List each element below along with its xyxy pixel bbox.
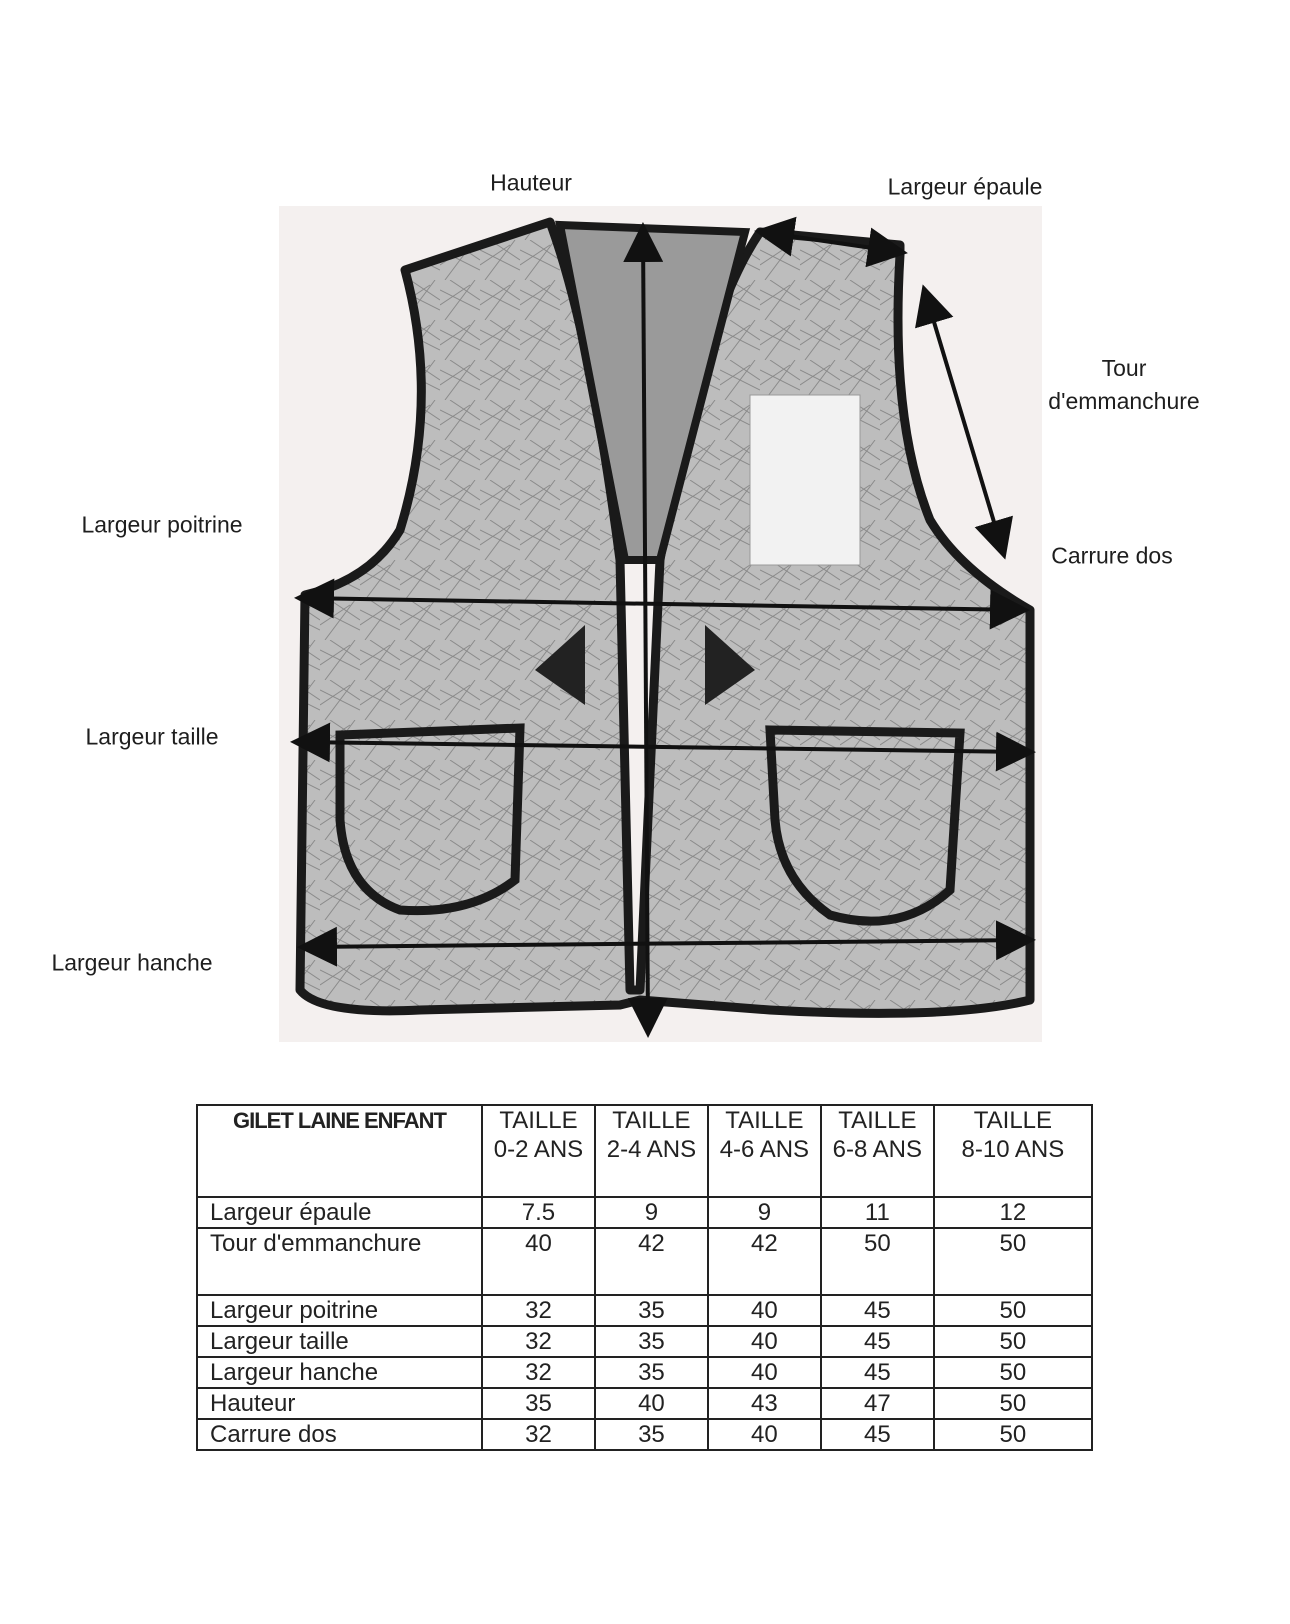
size-value: 45: [819, 1294, 935, 1327]
size-value: 12: [932, 1196, 1094, 1229]
size-value: 40: [481, 1227, 596, 1296]
size-value: 9: [593, 1196, 709, 1229]
size-value: 50: [932, 1294, 1094, 1327]
size-value: 40: [706, 1418, 822, 1451]
size-value: 9: [706, 1196, 822, 1229]
size-value: 35: [481, 1387, 596, 1420]
size-value: 35: [593, 1356, 709, 1389]
center-arrows: [535, 625, 755, 705]
size-value: 50: [932, 1325, 1094, 1358]
size-value: 45: [819, 1325, 935, 1358]
size-value: 40: [706, 1325, 822, 1358]
row-label: Largeur taille: [196, 1325, 483, 1358]
size-value: 50: [932, 1387, 1094, 1420]
label-tour-emmanchure: Tour d'emmanchure: [1048, 352, 1199, 418]
size-value: 32: [481, 1418, 596, 1451]
largeur-taille-arrow: [290, 722, 1036, 772]
label-largeur-epaule: Largeur épaule: [887, 173, 1043, 200]
size-value: 42: [706, 1227, 822, 1296]
table-title: GILET LAINE ENFANT: [196, 1104, 483, 1198]
size-value: 45: [819, 1356, 935, 1389]
size-value: 40: [706, 1356, 822, 1389]
tour-emmanchure-arrow: [915, 284, 1013, 560]
size-value: 7.5: [481, 1196, 596, 1229]
label-tour-line2: d'emmanchure: [1048, 388, 1200, 414]
hauteur-arrow: [623, 222, 668, 1038]
row-label: Largeur hanche: [196, 1356, 483, 1389]
label-tour-line1: Tour: [1101, 355, 1147, 381]
size-value: 45: [819, 1418, 935, 1451]
label-largeur-hanche: Largeur hanche: [51, 949, 213, 976]
size-value: 35: [593, 1325, 709, 1358]
row-label: Largeur épaule: [196, 1196, 483, 1229]
size-value: 11: [819, 1196, 935, 1229]
row-label: Largeur poitrine: [196, 1294, 483, 1327]
size-value: 47: [819, 1387, 935, 1420]
label-hauteur: Hauteur: [490, 169, 572, 196]
clothing-tag: [749, 394, 861, 566]
row-label: Hauteur: [196, 1387, 483, 1420]
size-value: 50: [932, 1356, 1094, 1389]
largeur-epaule-arrow: [754, 216, 908, 268]
row-label: Tour d'emmanchure: [196, 1227, 483, 1296]
size-value: 50: [932, 1227, 1094, 1296]
label-carrure-dos: Carrure dos: [1051, 542, 1173, 569]
largeur-poitrine-arrow: [294, 578, 1030, 630]
row-label: Carrure dos: [196, 1418, 483, 1451]
size-value: 40: [706, 1294, 822, 1327]
size-value: 43: [706, 1387, 822, 1420]
right-pocket: [765, 725, 965, 926]
largeur-hanche-arrow: [297, 920, 1036, 967]
label-largeur-taille: Largeur taille: [85, 723, 219, 750]
size-value: 32: [481, 1325, 596, 1358]
size-value: 50: [819, 1227, 935, 1296]
size-value: 32: [481, 1294, 596, 1327]
size-value: 50: [932, 1418, 1094, 1451]
left-pocket: [335, 723, 525, 916]
size-value: 35: [593, 1418, 709, 1451]
size-value: 35: [593, 1294, 709, 1327]
label-largeur-poitrine: Largeur poitrine: [81, 511, 243, 538]
size-value: 42: [593, 1227, 709, 1296]
size-value: 32: [481, 1356, 596, 1389]
size-value: 40: [593, 1387, 709, 1420]
